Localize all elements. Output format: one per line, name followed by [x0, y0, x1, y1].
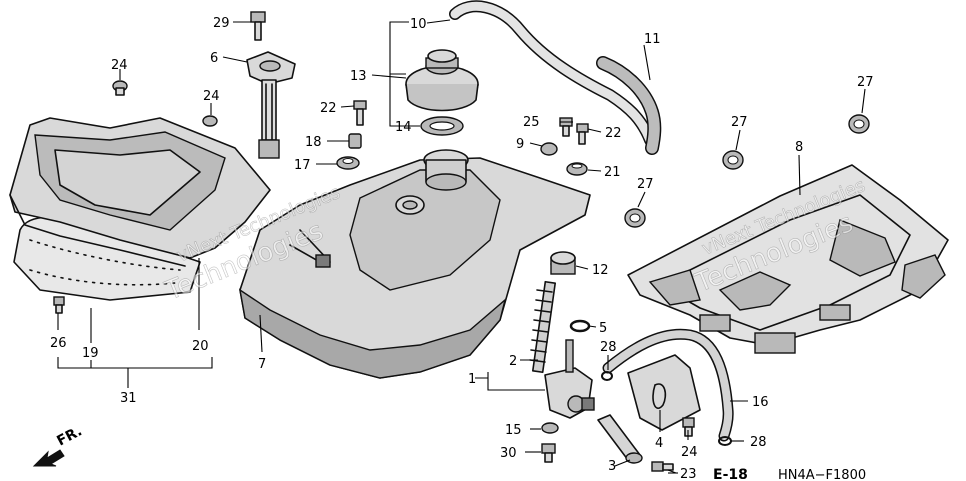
- grommet-part-24-mid: [202, 115, 218, 127]
- grommet-part-17: [336, 156, 360, 170]
- callout-24-mid: 24: [203, 89, 220, 104]
- callout-9: 9: [516, 137, 524, 152]
- clamp-part-27-left: [624, 208, 646, 228]
- fuel-hose-part-16: [602, 328, 734, 442]
- breather-tube-part-10: [449, 0, 656, 146]
- callout-6: 6: [210, 51, 218, 66]
- callout-1: 1: [468, 372, 476, 387]
- callout-27-left: 27: [637, 177, 654, 192]
- fuel-valve-part-1: [544, 339, 595, 419]
- callout-21: 21: [604, 165, 621, 180]
- callout-28-upper: 28: [600, 340, 617, 355]
- callout-5: 5: [599, 321, 607, 336]
- clamp-part-27-mid: [722, 150, 744, 170]
- bolt-part-30: [541, 443, 556, 463]
- front-fender-part-20: [9, 117, 271, 267]
- callout-17: 17: [294, 158, 311, 173]
- callout-22-right: 22: [605, 126, 622, 141]
- packing-part-14: [420, 116, 464, 136]
- front-direction-label: FR.: [54, 423, 84, 449]
- callout-20: 20: [192, 339, 209, 354]
- callout-labels: 29 6 10 13 14 22 18 17 24 24 26 19 20 31…: [50, 16, 874, 481]
- callout-10: 10: [410, 17, 427, 32]
- callout-25: 25: [523, 115, 540, 130]
- tank-tray-part-8: [627, 164, 949, 354]
- clamp-part-27-right: [848, 114, 870, 134]
- callout-31: 31: [120, 391, 137, 406]
- o-ring-part-5: [569, 319, 591, 333]
- callout-30: 30: [500, 446, 517, 461]
- callout-29: 29: [213, 16, 230, 31]
- callout-24-lower: 24: [681, 445, 698, 460]
- front-direction-arrow-icon: FR.: [32, 423, 85, 467]
- callout-11: 11: [644, 32, 661, 47]
- collar-part-21: [566, 162, 588, 176]
- collar-part-18: [348, 133, 362, 149]
- bolt-part-25: [559, 117, 573, 137]
- callout-3: 3: [608, 459, 616, 474]
- fuel-gauge-part-6: [246, 51, 296, 159]
- callout-28-lower: 28: [750, 435, 767, 450]
- bolt-part-22-right: [576, 123, 589, 145]
- grommet-part-9: [540, 142, 558, 156]
- callout-16: 16: [752, 395, 769, 410]
- diagram-code: HN4A−F1800: [778, 468, 866, 481]
- filler-cap-part-13: [405, 49, 479, 112]
- bolt-part-22-left: [353, 100, 367, 126]
- callout-24-top: 24: [111, 58, 128, 73]
- callout-14: 14: [395, 120, 412, 135]
- bolt-part-23: [651, 461, 674, 472]
- callout-13: 13: [350, 69, 367, 84]
- callout-15: 15: [505, 423, 522, 438]
- callout-18: 18: [305, 135, 322, 150]
- strainer-part-2: [529, 280, 557, 374]
- callout-7: 7: [258, 357, 266, 372]
- callout-23: 23: [680, 467, 697, 481]
- callout-4: 4: [655, 436, 663, 451]
- callout-19: 19: [82, 346, 99, 361]
- callout-2: 2: [509, 354, 517, 369]
- callout-22-left: 22: [320, 101, 337, 116]
- clip-part-28-upper: [601, 371, 613, 381]
- callout-12: 12: [592, 263, 609, 278]
- gasket-part-12: [550, 251, 576, 275]
- bolt-part-29: [250, 11, 266, 41]
- stay-part-4: [627, 354, 701, 431]
- reference-label: E-18: [713, 467, 748, 481]
- bolt-part-26: [53, 296, 65, 314]
- tube-part-11: [596, 56, 662, 155]
- fuel-tank-part-7: [239, 149, 591, 379]
- callout-27-mid: 27: [731, 115, 748, 130]
- callout-8: 8: [795, 140, 803, 155]
- callout-26: 26: [50, 336, 67, 351]
- callout-27-right: 27: [857, 75, 874, 90]
- washer-part-15: [541, 422, 559, 434]
- grommet-part-24-top: [112, 80, 128, 96]
- fuel-tube-part-3: [597, 414, 643, 464]
- leader-lines: [57, 19, 866, 474]
